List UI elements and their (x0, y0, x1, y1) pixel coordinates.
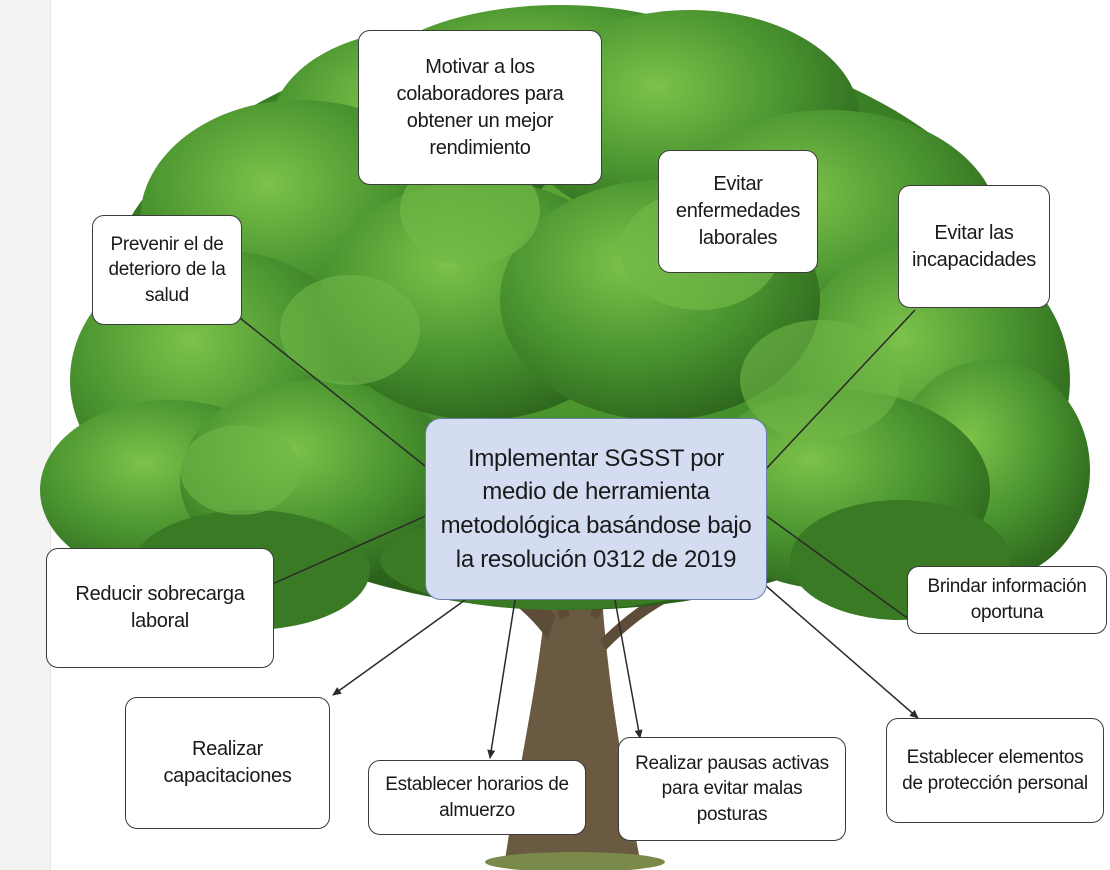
connector-incapacidades (764, 309, 916, 471)
branch-horarios: Establecer horarios de almuerzo (368, 760, 586, 835)
left-margin-strip (0, 0, 51, 870)
branch-evitar-enfermedades: Evitar enfermedades laborales (658, 150, 818, 273)
central-objective: Implementar SGSST por medio de herramien… (425, 418, 767, 600)
branch-brindar: Brindar información oportuna (907, 566, 1107, 634)
branch-pausas: Realizar pausas activas para evitar mala… (618, 737, 846, 841)
connector-proteccion (764, 584, 919, 719)
connector-pausas (614, 599, 643, 739)
connector-brindar (764, 514, 911, 621)
branch-proteccion: Establecer elementos de protección perso… (886, 718, 1104, 823)
connectors (239, 309, 919, 759)
branch-capacitaciones: Realizar capacitaciones (125, 697, 330, 829)
branch-evitar-incapacidades: Evitar las incapacidades (898, 185, 1050, 308)
connector-prevenir (239, 317, 431, 471)
connector-horarios (487, 599, 516, 759)
branch-motivar: Motivar a los colaboradores para obtener… (358, 30, 602, 185)
connector-reducir (269, 514, 429, 586)
branch-prevenir: Prevenir el de deterioro de la salud (92, 215, 242, 325)
branch-reducir: Reducir sobrecarga laboral (46, 548, 274, 668)
connector-capacitaciones (332, 599, 466, 696)
